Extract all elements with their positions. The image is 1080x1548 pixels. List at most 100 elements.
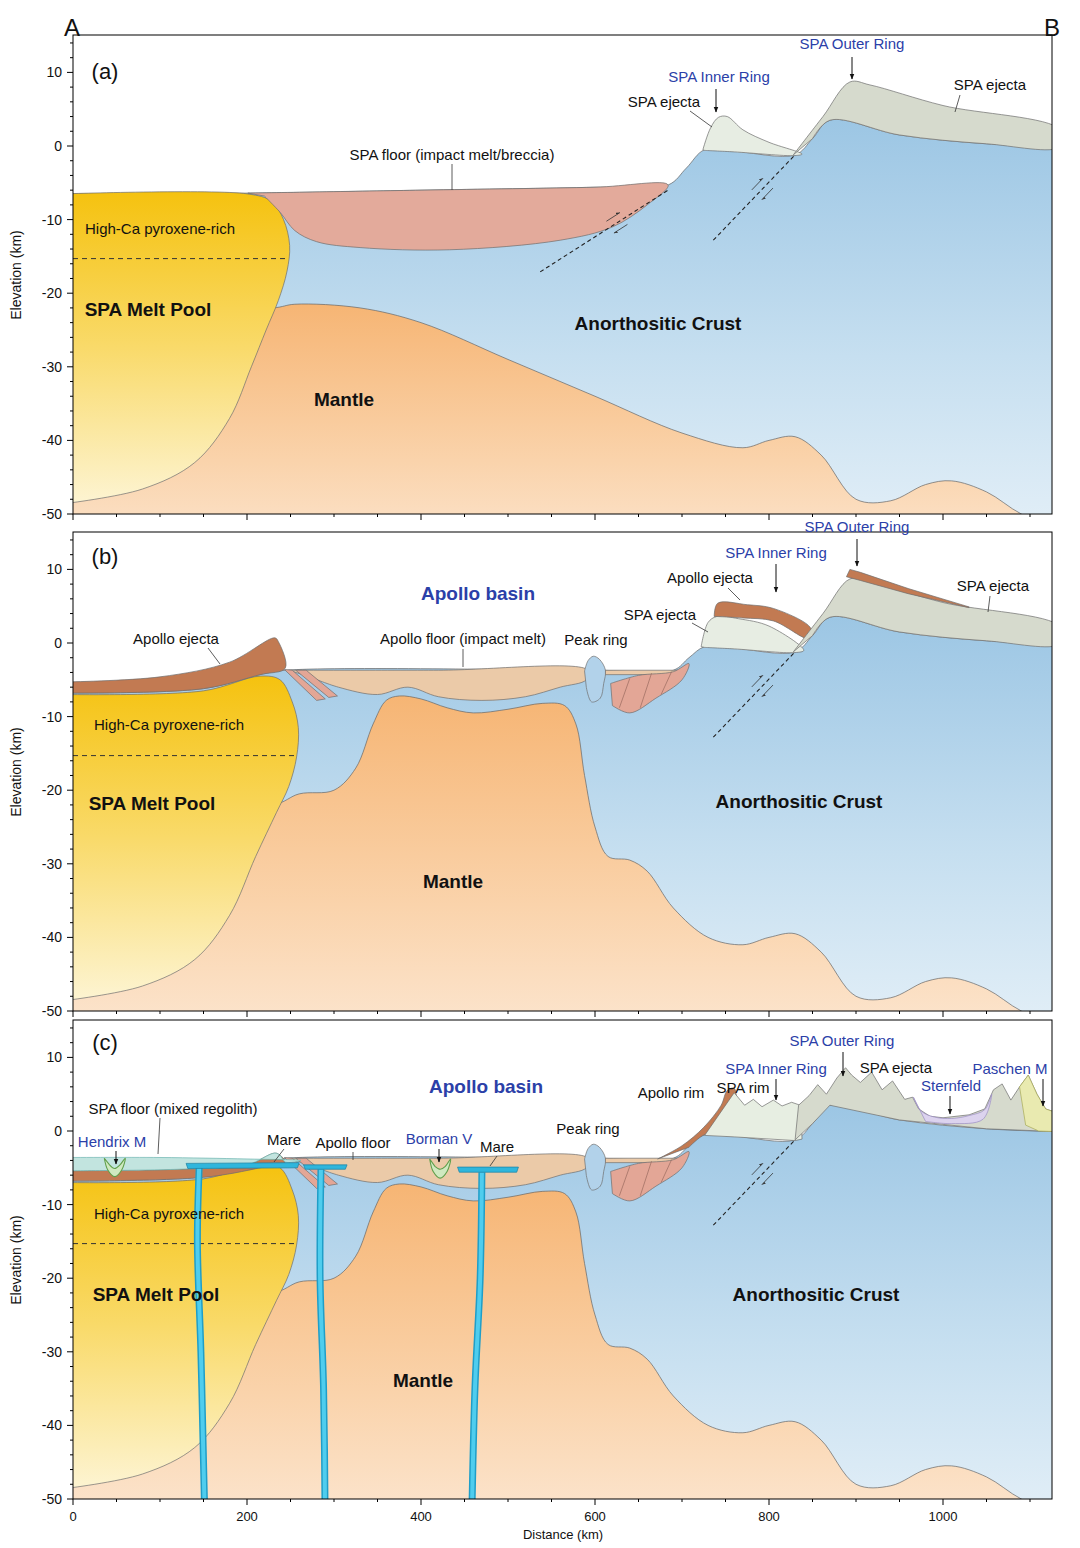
axis-tick-mark [67,569,73,570]
axis-tick: -10 [42,1197,62,1213]
panel-letter: (c) [92,1030,118,1055]
axis-tick-mark [116,1011,117,1014]
axis-tick-mark [769,1499,770,1505]
axis-tick-mark [203,1499,204,1502]
axis-tick-mark [508,514,509,517]
ring-fault [713,652,795,737]
mare-basalt [304,1165,348,1169]
axis-tick-mark [70,981,73,982]
axis-tick-mark [725,1011,726,1014]
mare-basalt [186,1163,299,1169]
slump-fault [640,673,651,708]
basin-name: Apollo basin [421,583,535,605]
axis-tick-mark [70,1086,73,1087]
axis-tick-mark [70,1248,73,1249]
axis-tick-mark [70,1366,73,1367]
region-label: Anorthositic Crust [733,1284,900,1306]
melt-pool-region [73,676,299,1001]
pointer-arrow [439,1149,440,1162]
axis-tick-mark [70,1116,73,1117]
axis-tick-mark [116,1499,117,1502]
axis-tick-mark [70,1337,73,1338]
region-label: Anorthositic Crust [575,313,742,335]
axis-tick-mark [70,101,73,102]
unit-label: Apollo ejecta [667,569,753,586]
axis-tick-mark [247,514,248,520]
crater-sternfeld [913,1094,991,1123]
axis-tick-mark [638,514,639,517]
spa-ejecta-layer [795,1068,1052,1140]
axis-tick-mark [70,57,73,58]
axis-title: Elevation (km) [8,727,24,816]
axis-tick-mark [70,337,73,338]
crater-borman [430,1159,451,1178]
axis-tick-mark [67,440,73,441]
axis-tick-mark [899,514,900,517]
axis-tick-mark [70,322,73,323]
slump-block [611,663,690,712]
pointer-arrow [857,539,858,566]
axis-tick-mark [67,1351,73,1352]
slip-arrow [762,685,773,697]
axis-tick-mark [986,1499,987,1502]
pyroxene-boundary [73,755,296,756]
axis-tick-mark [73,1499,74,1505]
peak-ring-massif [585,1144,606,1190]
slump-fault [619,678,629,707]
axis-tick-mark [290,1011,291,1014]
axis-tick-mark [160,1011,161,1014]
unit-label: Apollo floor (impact melt) [380,630,546,647]
pointer-arrow [776,1079,777,1100]
axis-tick-mark [67,293,73,294]
axis-tick-mark [70,584,73,585]
axis-tick-mark [290,1499,291,1502]
axis-tick: 400 [410,1510,432,1525]
axis-tick-mark [70,1322,73,1323]
cross-section-panel [73,81,1052,514]
crater-name: Paschen M [972,1060,1047,1077]
crater-hendrix [104,1158,125,1176]
axis-tick-mark [464,1499,465,1502]
crater-name: Hendrix M [78,1133,146,1150]
axis-tick-mark [986,514,987,517]
panel-frame [73,532,1052,1011]
axis-title: Elevation (km) [8,1215,24,1304]
axis-tick-mark [812,1011,813,1014]
axis-tick-mark [70,819,73,820]
melt-pool-region [73,1164,299,1489]
axis-tick-mark [67,219,73,220]
unit-label: SPA floor (impact melt/breccia) [350,146,555,163]
axis-tick-mark [70,687,73,688]
cross-section-panel [73,1068,1052,1499]
axis-tick-mark [70,731,73,732]
axis-tick-mark [551,1011,552,1014]
axis-tick-mark [70,922,73,923]
ring-fault [713,155,795,240]
axis-tick-mark [70,234,73,235]
crater-name: Borman V [406,1130,473,1147]
axis-tick-mark [67,1425,73,1426]
axis-tick-mark [70,628,73,629]
axis-tick-mark [769,514,770,520]
mare-basalt [458,1167,519,1172]
pointer-arrow [116,1151,117,1164]
unit-label: Apollo floor [315,1134,390,1151]
axis-tick-mark [682,1011,683,1014]
axis-tick-mark [73,1011,74,1017]
ring-name: SPA Outer Ring [790,1032,895,1049]
axis-tick-mark [943,1011,944,1017]
axis-tick: -50 [42,1003,62,1019]
axis-tick-mark [70,116,73,117]
axis-tick-mark [682,1499,683,1502]
leader-line [452,164,453,190]
unit-label: SPA rim [716,1079,769,1096]
axis-tick: 0 [69,1510,76,1525]
basin-name: Apollo basin [429,1076,543,1098]
slip-arrow [614,224,627,233]
axis-tick-mark [70,539,73,540]
unit-label: Apollo ejecta [133,630,219,647]
axis-tick: -50 [42,506,62,522]
axis-tick-mark [67,1278,73,1279]
axis-tick-mark [812,1499,813,1502]
